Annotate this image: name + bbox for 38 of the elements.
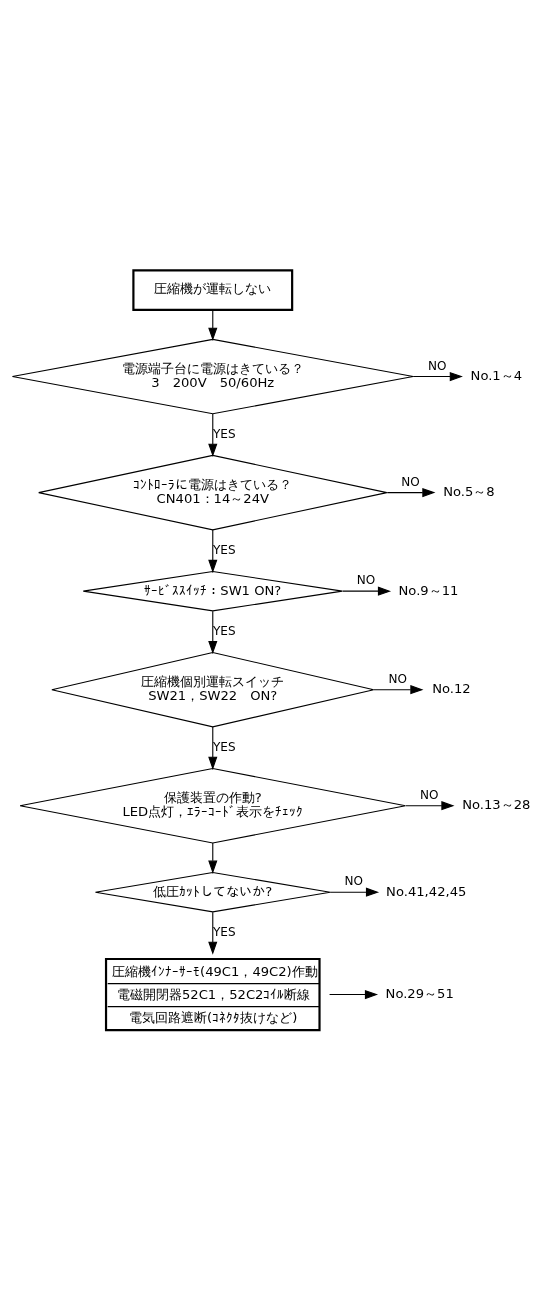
arrow xyxy=(208,726,218,770)
arrow xyxy=(329,887,380,897)
node-text: No.1～4 xyxy=(470,367,523,383)
arrow xyxy=(373,684,424,694)
edge-label: NO xyxy=(356,572,376,587)
node-diamond: 電源端子台に電源はきている？ 3 200V 50/60Hz xyxy=(11,338,414,414)
node-diamond: ｻｰﾋﾞｽｽｲｯﾁ：SW1 ON? xyxy=(82,570,343,611)
arrow xyxy=(208,528,218,573)
node-text: No.29～51 xyxy=(385,985,454,1001)
node-diamond: ｺﾝﾄﾛｰﾗに電源はきている？ CN401：14～24V xyxy=(38,454,388,530)
arrow xyxy=(405,800,455,810)
arrow xyxy=(329,989,379,999)
edge-label: NO xyxy=(420,787,439,802)
edge-label: YES xyxy=(212,739,236,754)
node-box: 圧縮機が運転しない xyxy=(132,268,294,311)
edge-label: NO xyxy=(344,873,364,888)
arrow xyxy=(386,487,436,497)
node-text: No.13～28 xyxy=(462,796,531,812)
node-text: No.9～11 xyxy=(398,582,459,598)
arrow xyxy=(208,911,218,955)
arrow xyxy=(412,371,463,381)
arrow xyxy=(208,308,218,341)
node-diamond: 圧縮機個別運転スイッチ SW21，SW22 ON? xyxy=(51,651,375,727)
node-text: No.5～8 xyxy=(443,483,495,499)
edge-label: NO xyxy=(401,474,420,489)
edge-label: YES xyxy=(212,924,236,939)
node-diamond: 低圧ｶｯﾄしてないか? xyxy=(94,871,331,912)
edge-label: NO xyxy=(388,671,408,686)
arrow xyxy=(208,610,218,654)
node-text: No.41,42,45 xyxy=(386,883,467,899)
arrow xyxy=(342,586,392,596)
edge-label: YES xyxy=(212,542,236,557)
edge-label: YES xyxy=(212,623,236,638)
arrow xyxy=(208,412,218,457)
edge-label: NO xyxy=(427,358,447,373)
edge-label: YES xyxy=(212,426,236,441)
node-diamond: 保護装置の作動? LED点灯，ｴﾗｰｺｰﾄﾞ表示をﾁｪｯｸ xyxy=(19,767,406,843)
node-text: No.12 xyxy=(432,680,471,696)
